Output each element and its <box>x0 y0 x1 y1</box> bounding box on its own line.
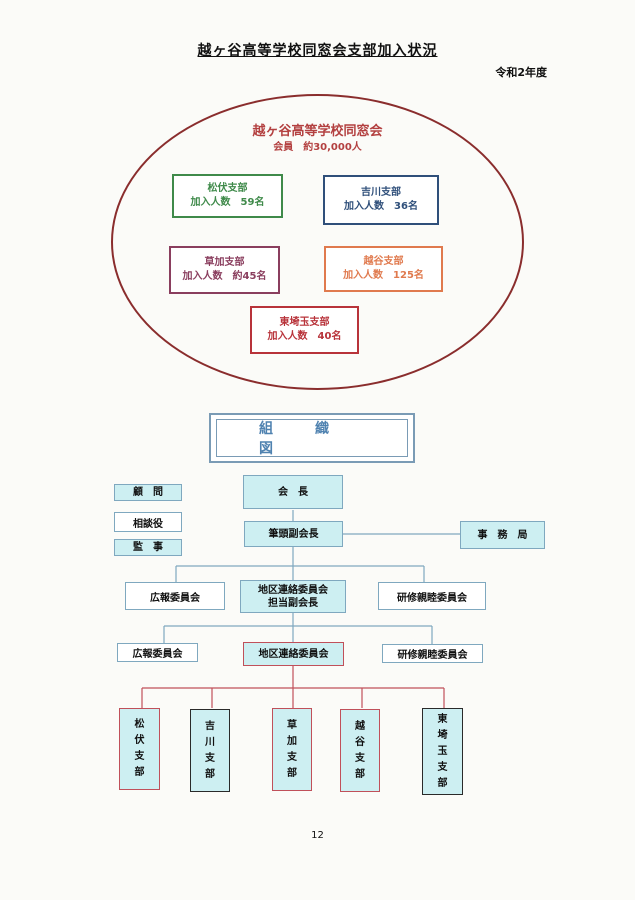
branch-box-koshigaya: 越谷支部 加入人数 125名 <box>324 246 443 292</box>
branch-box-soka: 草加支部 加入人数 約45名 <box>169 246 280 294</box>
char: 東 <box>437 713 448 725</box>
char: 草 <box>287 719 297 731</box>
branch-count: 加入人数 125名 <box>343 270 424 281</box>
branch-box-yoshikawa: 吉川支部 加入人数 36名 <box>323 175 439 225</box>
secretariat-box: 事 務 局 <box>460 521 545 549</box>
char: 支 <box>205 752 215 764</box>
district-committee-box: 地区連絡委員会 <box>243 642 344 666</box>
char: 川 <box>205 736 215 748</box>
pr-committee-box: 広報委員会 <box>125 582 225 610</box>
char: 部 <box>355 768 365 780</box>
association-name: 越ヶ谷高等学校同窓会 <box>252 124 383 139</box>
char: 支 <box>437 761 448 773</box>
counselor-box: 相談役 <box>114 512 182 532</box>
char: 支 <box>134 751 145 762</box>
district-vp-line-2: 担当副会長 <box>268 597 318 609</box>
branch-count: 加入人数 約45名 <box>182 271 267 282</box>
district-vp-line-1: 地区連絡委員会 <box>258 584 328 596</box>
branch-count: 加入人数 36名 <box>344 201 418 212</box>
char: 部 <box>437 777 448 789</box>
branch-name: 松伏支部 <box>207 183 248 194</box>
char: 加 <box>287 735 297 747</box>
org-chart-title: 組織図 <box>209 413 415 463</box>
pr-committee-box-2: 広報委員会 <box>117 643 198 662</box>
president-box: 会 長 <box>243 475 343 509</box>
branch-name: 越谷支部 <box>363 256 404 267</box>
char: 部 <box>287 767 297 779</box>
page-number: 12 <box>311 830 324 841</box>
association-ellipse <box>111 94 524 390</box>
training-committee-box: 研修親睦委員会 <box>378 582 486 610</box>
training-committee-box-2: 研修親睦委員会 <box>382 644 483 663</box>
branch-box-higashi-saitama: 東埼玉支部 加入人数 40名 <box>250 306 359 354</box>
fiscal-year: 令和2年度 <box>495 66 547 79</box>
branch-node-yoshikawa: 吉 川 支 部 <box>190 709 230 792</box>
page-title: 越ヶ谷高等学校同窓会支部加入状況 <box>197 43 438 59</box>
branch-name: 吉川支部 <box>361 187 401 198</box>
char: 越 <box>355 720 365 732</box>
vice-president-box: 筆頭副会長 <box>244 521 343 547</box>
char: 伏 <box>134 735 145 746</box>
char: 部 <box>205 768 215 780</box>
char: 支 <box>355 752 365 764</box>
char: 部 <box>134 767 145 778</box>
branch-node-koshigaya: 越 谷 支 部 <box>340 709 380 792</box>
branch-node-soka: 草 加 支 部 <box>272 708 312 791</box>
association-members: 会員 約30,000人 <box>273 142 362 153</box>
branch-count: 加入人数 40名 <box>267 331 342 342</box>
advisor-box: 顧 問 <box>114 484 182 501</box>
char: 谷 <box>355 736 365 748</box>
char: 埼 <box>437 729 448 741</box>
branch-count: 加入人数 59名 <box>190 197 265 208</box>
branch-name: 草加支部 <box>204 257 245 268</box>
branch-node-higashi-saitama: 東 埼 玉 支 部 <box>422 708 463 795</box>
branch-node-matsubushi: 松 伏 支 部 <box>119 708 160 790</box>
branch-box-matsubushi: 松伏支部 加入人数 59名 <box>172 174 283 218</box>
char: 支 <box>287 751 297 763</box>
char: 松 <box>134 719 145 730</box>
org-chart-title-text: 組織図 <box>216 419 408 457</box>
char: 玉 <box>437 745 448 757</box>
auditor-box: 監 事 <box>114 539 182 556</box>
char: 吉 <box>205 720 215 732</box>
branch-name: 東埼玉支部 <box>279 317 330 328</box>
district-vp-box: 地区連絡委員会 担当副会長 <box>240 580 346 613</box>
